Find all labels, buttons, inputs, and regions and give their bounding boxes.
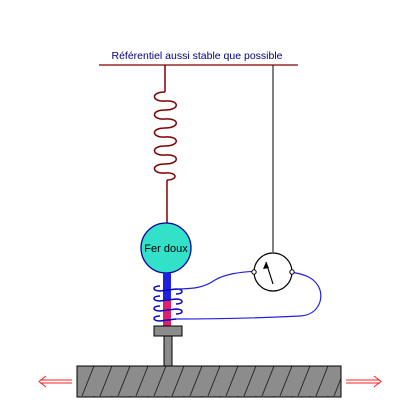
reference-label: Référentiel aussi stable que possible: [111, 50, 282, 62]
core-bottom: [163, 300, 171, 326]
core-top: [163, 273, 171, 300]
ground-platform: [76, 365, 342, 398]
spring: [153, 65, 177, 224]
stand-plate: [153, 325, 183, 337]
coil-assembly: [153, 273, 183, 326]
left-arrow-icon: [38, 375, 72, 388]
coil-winding: [153, 285, 183, 322]
wire-lower: [175, 271, 322, 320]
mass-label: Fer doux: [144, 243, 188, 255]
wire-upper: [175, 270, 259, 290]
right-arrow-icon: [346, 375, 382, 388]
reference-frame: Référentiel aussi stable que possible: [99, 50, 298, 66]
circuit-wires: [175, 270, 322, 320]
stand: [153, 325, 183, 368]
stand-post: [163, 335, 173, 368]
soft-iron-mass: Fer doux: [140, 222, 192, 274]
galvanometer-icon: [251, 252, 295, 292]
